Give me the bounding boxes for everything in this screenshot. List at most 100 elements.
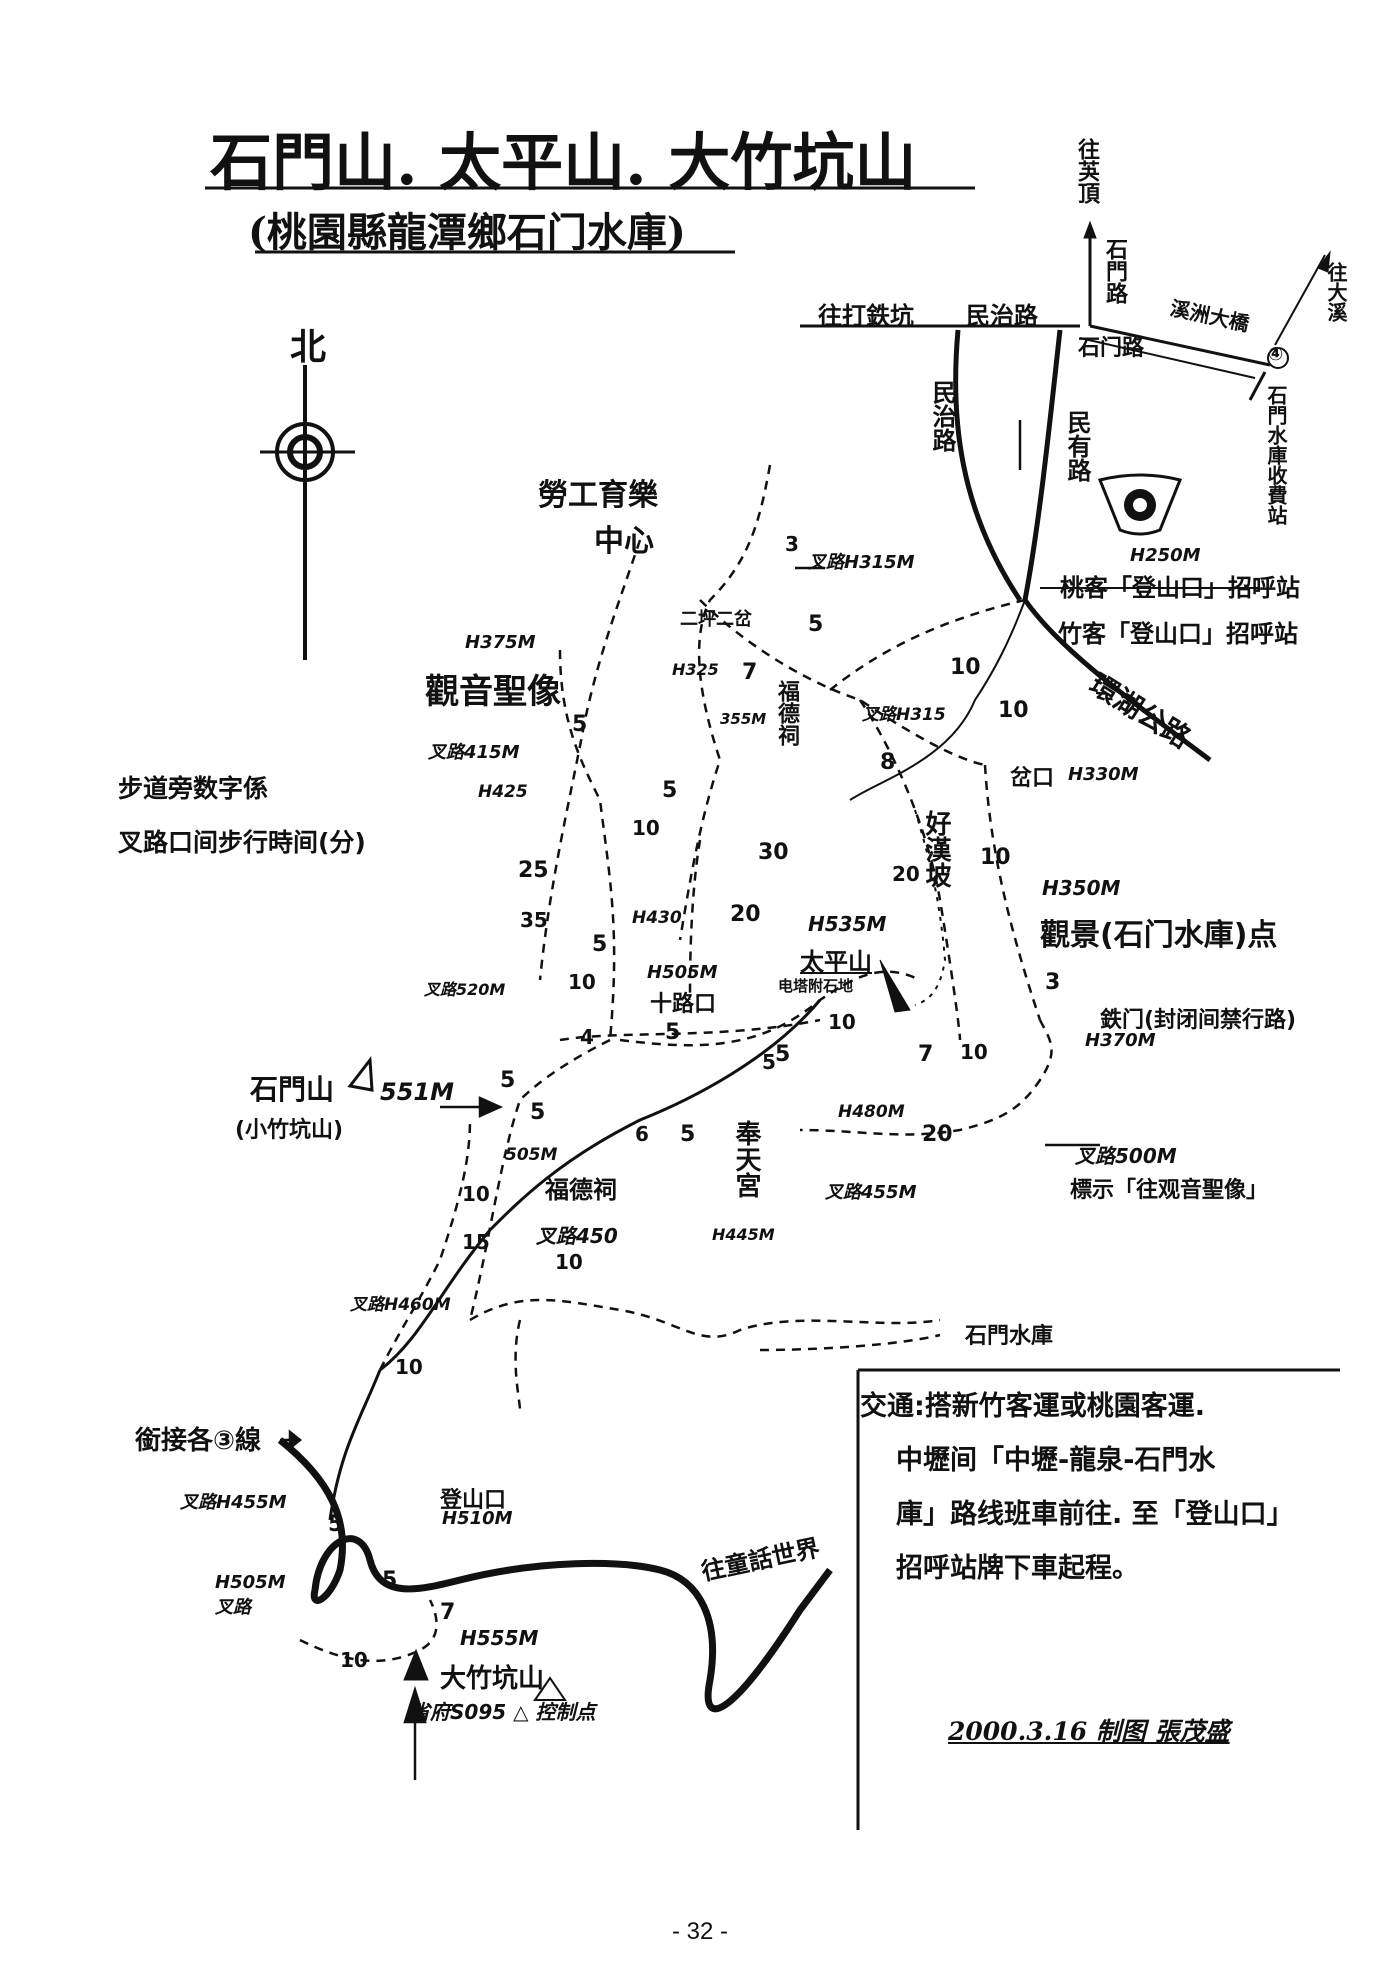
transport-line-1: 交通:搭新竹客運或桃園客運. bbox=[860, 1391, 1206, 1422]
time-label: 5 bbox=[775, 1042, 791, 1067]
haohan-po-label: 好漢坡 bbox=[921, 810, 951, 888]
highway bbox=[277, 999, 833, 1713]
h375-label: H375M bbox=[465, 632, 536, 653]
time-label: 5 bbox=[808, 612, 824, 637]
shimenshan-peak-icon bbox=[347, 1055, 374, 1092]
time-label: 20 bbox=[892, 862, 920, 886]
labor-center-label-1: 勞工育樂 bbox=[538, 478, 658, 513]
control-point-label: 省府S095 △ 控制点 bbox=[410, 1700, 596, 1724]
page-title: 石門山. 太平山. 大竹坑山 bbox=[210, 126, 917, 199]
control-point-icon bbox=[533, 1676, 567, 1701]
road-label-connect-line: 銜接各③線 bbox=[135, 1426, 262, 1456]
legend: 步道旁数字係 叉路口间步行時间(分) bbox=[118, 762, 366, 870]
guanyin-statue-label: 觀音聖像 bbox=[425, 672, 561, 712]
time-label: 7 bbox=[440, 1600, 456, 1625]
junction-505: 505M bbox=[505, 1145, 558, 1165]
trailhead-label: 登山口 bbox=[440, 1488, 507, 1513]
labor-center-label-2: 中心 bbox=[594, 524, 654, 559]
junction-460: 叉路H460M bbox=[350, 1295, 451, 1315]
taipingshan-peak-icon bbox=[879, 959, 911, 1013]
junction-520: 叉路520M bbox=[424, 980, 506, 999]
h350-label: H350M bbox=[1042, 876, 1121, 900]
junction-325: H325 bbox=[672, 660, 719, 679]
junction-425: H425 bbox=[478, 782, 528, 802]
road-label-to-dadongkeng: 往打鉄坑 bbox=[818, 302, 914, 330]
time-label: 10 bbox=[555, 1250, 583, 1274]
legend-line-1: 步道旁数字係 bbox=[118, 774, 269, 803]
transport-line-3: 庫」路线班車前往. 至「登山口」 bbox=[896, 1499, 1294, 1530]
transport-line-4: 招呼站牌下車起程。 bbox=[896, 1553, 1139, 1584]
time-label: 20 bbox=[730, 902, 761, 927]
time-label: 8 bbox=[880, 750, 896, 775]
time-label: 5 bbox=[500, 1068, 516, 1093]
junction-500: 叉路500M bbox=[1075, 1144, 1177, 1168]
time-label: 5 bbox=[572, 712, 588, 737]
peak-markers bbox=[347, 959, 911, 1701]
time-label: 10 bbox=[462, 1182, 490, 1206]
time-label: 5 bbox=[382, 1568, 398, 1593]
junction-480: H480M bbox=[838, 1102, 905, 1122]
time-label: 35 bbox=[520, 908, 548, 932]
h445-label: H445M bbox=[712, 1225, 775, 1244]
road-label-to-summit: 往芵頂 bbox=[1074, 138, 1099, 204]
time-label: 10 bbox=[998, 698, 1029, 723]
road-label-minzhi: 民治路 bbox=[966, 302, 1038, 330]
time-label: 7 bbox=[918, 1042, 934, 1067]
time-label: 3 bbox=[1045, 970, 1061, 995]
toll-station-label: 石門水庫收費站 bbox=[1264, 385, 1288, 525]
time-label: 7 bbox=[742, 660, 758, 685]
legend-line-2: 叉路口间步行時间(分) bbox=[118, 828, 366, 857]
time-label: 25 bbox=[518, 858, 549, 883]
time-label: 10 bbox=[632, 816, 660, 840]
time-label: 10 bbox=[395, 1355, 423, 1379]
fengtian-gong-label: 奉天宮 bbox=[731, 1120, 761, 1198]
xiaozhukeng-label: (小竹坑山) bbox=[235, 1118, 344, 1143]
time-label: 10 bbox=[980, 845, 1011, 870]
shimen-reservoir-label: 石門水庫 bbox=[965, 1324, 1054, 1349]
zhuke-stop-label: 竹客「登山口」招呼站 bbox=[1058, 620, 1298, 648]
shimenshan-label: 石門山 bbox=[250, 1073, 335, 1106]
transport-info: 交通:搭新竹客運或桃園客運. 中壢间「中壢-龍泉-石門水 庫」路线班車前往. 至… bbox=[860, 1380, 1330, 1596]
time-label: 3 bbox=[785, 532, 799, 556]
taipingshan-label: 太平山 bbox=[800, 948, 872, 976]
road-label-minzhi-v: 民治路 bbox=[928, 380, 956, 452]
time-label: 6 bbox=[635, 1122, 649, 1146]
time-label: 15 bbox=[462, 1230, 490, 1254]
time-label: 30 bbox=[758, 840, 789, 865]
time-label: 10 bbox=[950, 655, 981, 680]
junction-315a: 叉路H315M bbox=[808, 552, 915, 573]
shimenshan-height: 551M bbox=[380, 1078, 454, 1106]
compass-label: 北 bbox=[290, 327, 327, 368]
dazhukeng-height: H555M bbox=[460, 1626, 539, 1650]
junction-315b: 叉路H315 bbox=[862, 705, 946, 725]
shilukou-label: 十路口 bbox=[650, 992, 717, 1017]
trailhead-height: H510M bbox=[442, 1508, 513, 1529]
pointer-arrows bbox=[280, 420, 1100, 1780]
compass-icon bbox=[260, 365, 355, 660]
bus-stop-icon bbox=[1097, 473, 1183, 536]
transport-line-2: 中壢间「中壢-龍泉-石門水 bbox=[896, 1445, 1216, 1476]
dazhukeng-label: 大竹坑山 bbox=[440, 1664, 545, 1694]
time-label: 4 bbox=[580, 1025, 594, 1049]
road-label-to-daxi: 往大溪 bbox=[1324, 262, 1348, 322]
time-label: 5 bbox=[665, 1020, 681, 1045]
time-label: 10 bbox=[568, 970, 596, 994]
h250-label: H250M bbox=[1130, 545, 1201, 566]
time-label: 5 bbox=[762, 1050, 776, 1074]
page-number: - 32 - bbox=[671, 1918, 728, 1945]
trail-paths bbox=[299, 464, 1053, 1663]
junction-415: 叉路415M bbox=[428, 742, 520, 763]
road-label-shimen-h: 石门路 bbox=[1078, 336, 1145, 361]
time-label: 5 bbox=[592, 932, 608, 957]
time-label: 5 bbox=[662, 778, 678, 803]
junction-505b: H505M 叉路 bbox=[215, 1572, 286, 1618]
time-label: 5 bbox=[530, 1100, 546, 1125]
er-peng-label: 二坪二岔 bbox=[680, 609, 752, 630]
time-label: 5 bbox=[680, 1122, 696, 1147]
shilukou-height: H505M bbox=[647, 962, 718, 983]
transport-box-frame bbox=[856, 1368, 1340, 1830]
junction-455b: 叉路H455M bbox=[180, 1492, 287, 1513]
fude-temple-label-2: 福德祠 bbox=[545, 1176, 617, 1204]
junction-sign: 標示「往观音聖像」 bbox=[1070, 1178, 1269, 1203]
junction-430: H430 bbox=[632, 908, 682, 928]
